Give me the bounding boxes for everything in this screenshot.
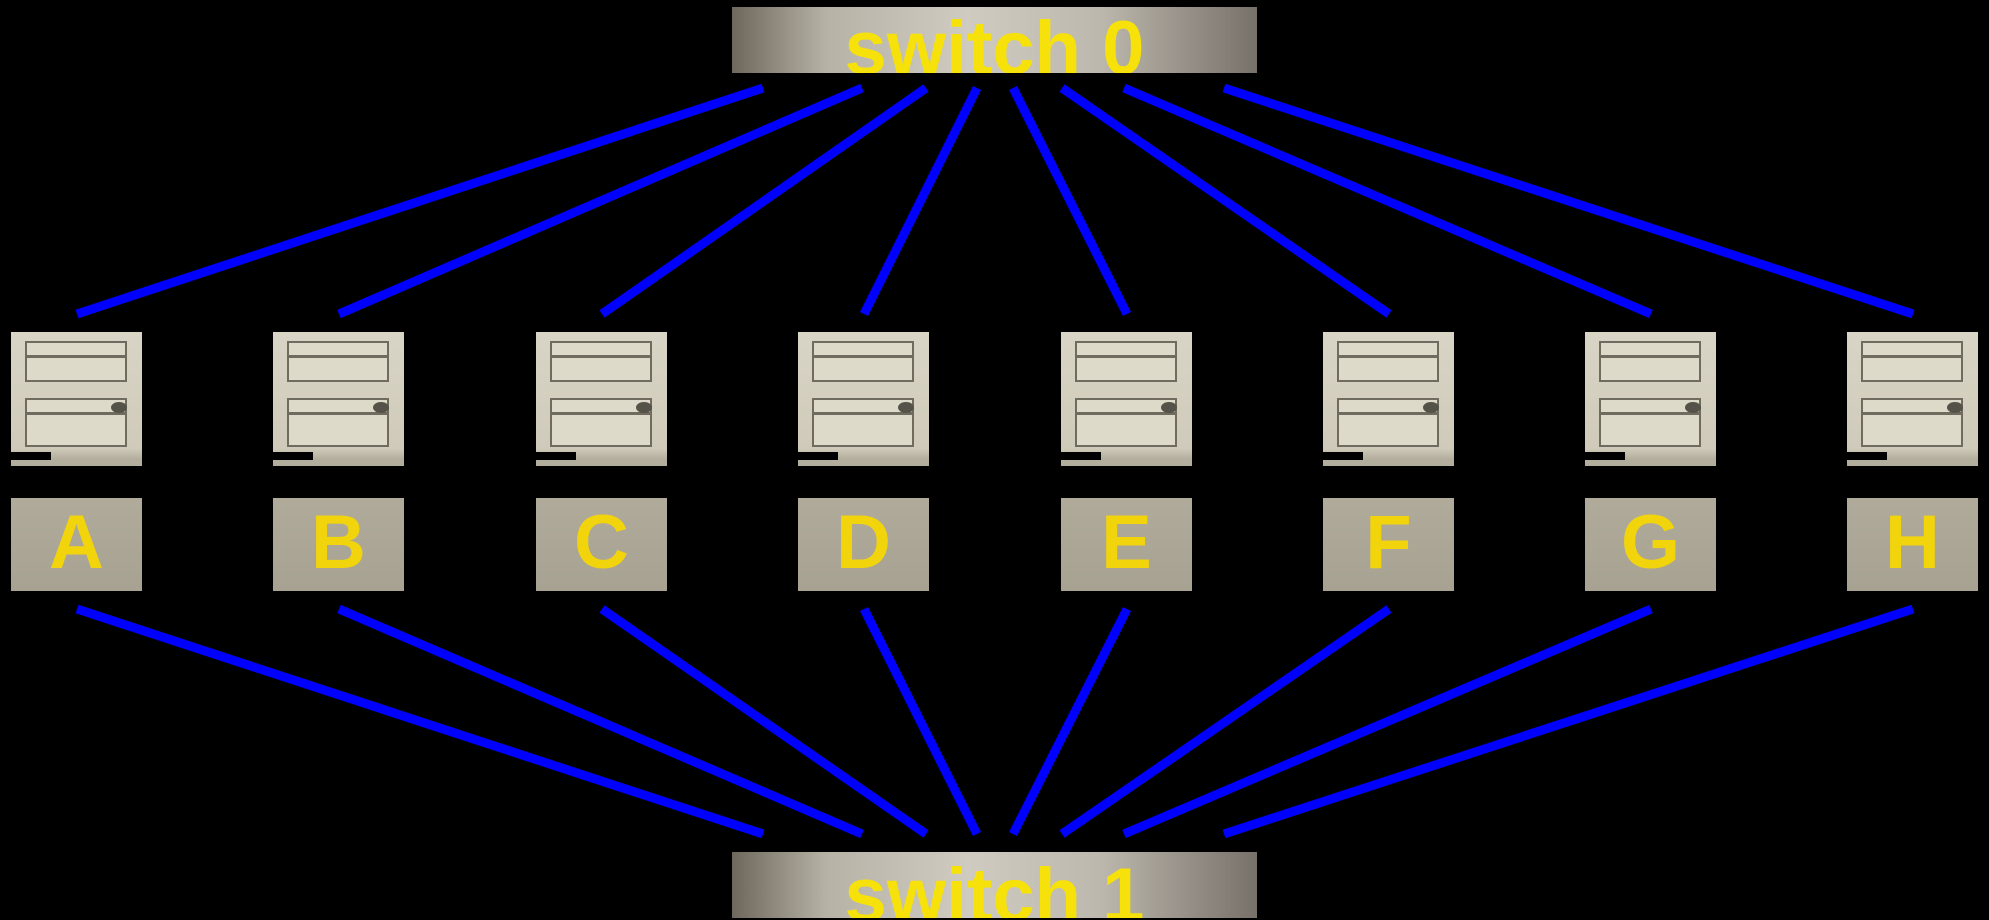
machine-c: C	[536, 332, 667, 591]
power-button-icon	[111, 402, 127, 413]
drive-slot	[536, 452, 576, 460]
link-switch-0-d	[859, 85, 982, 317]
drive-slot	[1585, 452, 1625, 460]
link-switch-1-a	[75, 604, 765, 839]
drive-bay	[1337, 356, 1439, 382]
case-band	[11, 466, 142, 498]
drive-bay	[1599, 341, 1701, 357]
power-button-icon	[898, 402, 914, 413]
drive-bay	[1861, 341, 1963, 357]
drive-bay	[1861, 413, 1963, 447]
drive-bay	[1337, 341, 1439, 357]
drive-bay	[812, 413, 914, 447]
switch-1-label: switch 1	[844, 853, 1145, 919]
link-switch-0-c	[599, 84, 929, 318]
link-switch-0-f	[1059, 84, 1392, 318]
machine-label: D	[836, 500, 891, 585]
link-switch-0-h	[1222, 83, 1915, 319]
power-button-icon	[373, 402, 389, 413]
drive-slot	[1323, 452, 1363, 460]
drive-bay	[550, 341, 652, 357]
link-switch-1-d	[859, 606, 982, 837]
drive-bay	[287, 413, 389, 447]
drive-bay	[1599, 356, 1701, 382]
drive-bay	[25, 413, 127, 447]
drive-bay	[550, 413, 652, 447]
machine-h: H	[1847, 332, 1978, 591]
drive-bay	[25, 341, 127, 357]
machine-label: A	[49, 500, 104, 585]
link-switch-1-h	[1222, 604, 1915, 839]
machine-a: A	[11, 332, 142, 591]
case-band	[536, 466, 667, 498]
power-button-icon	[1685, 402, 1701, 413]
drive-slot	[273, 452, 313, 460]
case-band	[1847, 466, 1978, 498]
link-switch-1-g	[1122, 604, 1653, 839]
link-switch-1-c	[599, 605, 929, 838]
machine-label: G	[1620, 500, 1681, 585]
case-band	[798, 466, 929, 498]
link-switch-0-a	[75, 83, 765, 319]
link-switch-1-b	[337, 604, 864, 839]
drive-bay	[1075, 341, 1177, 357]
drive-bay	[287, 356, 389, 382]
machine-label: F	[1365, 500, 1412, 585]
link-switch-0-b	[337, 83, 864, 319]
machine-label: E	[1101, 500, 1152, 585]
drive-bay	[1599, 413, 1701, 447]
link-switch-0-g	[1122, 83, 1653, 319]
machine-d: D	[798, 332, 929, 591]
machine-f: F	[1323, 332, 1454, 591]
drive-bay	[1861, 356, 1963, 382]
drive-bay	[812, 356, 914, 382]
drive-bay	[1337, 413, 1439, 447]
machine-label: C	[574, 500, 629, 585]
link-switch-0-e	[1008, 85, 1132, 317]
switch-0: switch 0	[732, 7, 1257, 73]
case-band	[1061, 466, 1192, 498]
machine-g: G	[1585, 332, 1716, 591]
drive-bay	[550, 356, 652, 382]
drive-bay	[812, 341, 914, 357]
machine-label: B	[311, 500, 366, 585]
case-band	[1585, 466, 1716, 498]
machine-label: H	[1885, 500, 1940, 585]
drive-bay	[287, 341, 389, 357]
switch-0-label: switch 0	[844, 7, 1145, 74]
drive-slot	[798, 452, 838, 460]
drive-slot	[1847, 452, 1887, 460]
switch-1: switch 1	[732, 852, 1257, 918]
drive-bay	[1075, 356, 1177, 382]
drive-slot	[1061, 452, 1101, 460]
machine-e: E	[1061, 332, 1192, 591]
power-button-icon	[1947, 402, 1963, 413]
case-band	[273, 466, 404, 498]
link-switch-1-e	[1008, 606, 1132, 837]
drive-slot	[11, 452, 51, 460]
link-switch-1-f	[1059, 605, 1392, 838]
power-button-icon	[636, 402, 652, 413]
drive-bay	[1075, 413, 1177, 447]
power-button-icon	[1161, 402, 1177, 413]
power-button-icon	[1423, 402, 1439, 413]
case-band	[1323, 466, 1454, 498]
drive-bay	[25, 356, 127, 382]
machine-b: B	[273, 332, 404, 591]
